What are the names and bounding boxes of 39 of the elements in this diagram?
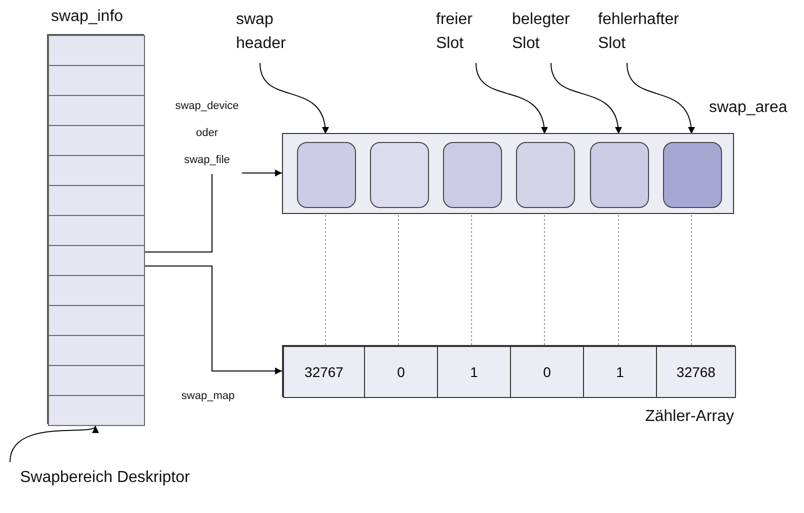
array-row bbox=[48, 365, 145, 396]
array-row bbox=[48, 185, 145, 216]
arrow bbox=[550, 62, 622, 134]
slot-box bbox=[443, 142, 502, 208]
array-row bbox=[48, 335, 145, 366]
array-row bbox=[48, 35, 145, 66]
arrow bbox=[10, 426, 96, 462]
array-row bbox=[48, 125, 145, 156]
array-row bbox=[48, 215, 145, 246]
callout-text: belegter Slot bbox=[512, 8, 590, 58]
callout-text: Swapbereich Deskriptor bbox=[20, 466, 220, 488]
slot-box bbox=[516, 142, 575, 208]
array-row bbox=[48, 95, 145, 126]
arrow bbox=[144, 266, 282, 374]
counter-cell: 0 bbox=[510, 346, 584, 398]
callout-text: freier Slot bbox=[436, 8, 496, 58]
array-row bbox=[48, 245, 145, 276]
counter-cell: 1 bbox=[437, 346, 511, 398]
array-row bbox=[48, 305, 145, 336]
arrow bbox=[260, 62, 328, 134]
slot-box bbox=[663, 142, 722, 208]
array-row bbox=[48, 65, 145, 96]
structure-title: swap_info bbox=[51, 8, 124, 26]
arrow bbox=[626, 62, 694, 134]
array-row bbox=[48, 395, 145, 426]
structure-title: swap_area bbox=[709, 99, 788, 117]
callout-text: swap header bbox=[236, 8, 316, 58]
callout-text: fehlerhafter Slot bbox=[598, 8, 693, 58]
array-row bbox=[48, 155, 145, 186]
counter-cell: 0 bbox=[364, 346, 438, 398]
counter-cell: 32767 bbox=[283, 346, 365, 398]
slot-box bbox=[297, 142, 356, 208]
slot-box bbox=[370, 142, 429, 208]
arrow bbox=[476, 62, 548, 134]
slot-box bbox=[590, 142, 649, 208]
counter-cell: 1 bbox=[583, 346, 657, 398]
structure-title: Zähler-Array bbox=[645, 408, 734, 426]
counter-cell: 32768 bbox=[656, 346, 736, 398]
array-row bbox=[48, 275, 145, 306]
